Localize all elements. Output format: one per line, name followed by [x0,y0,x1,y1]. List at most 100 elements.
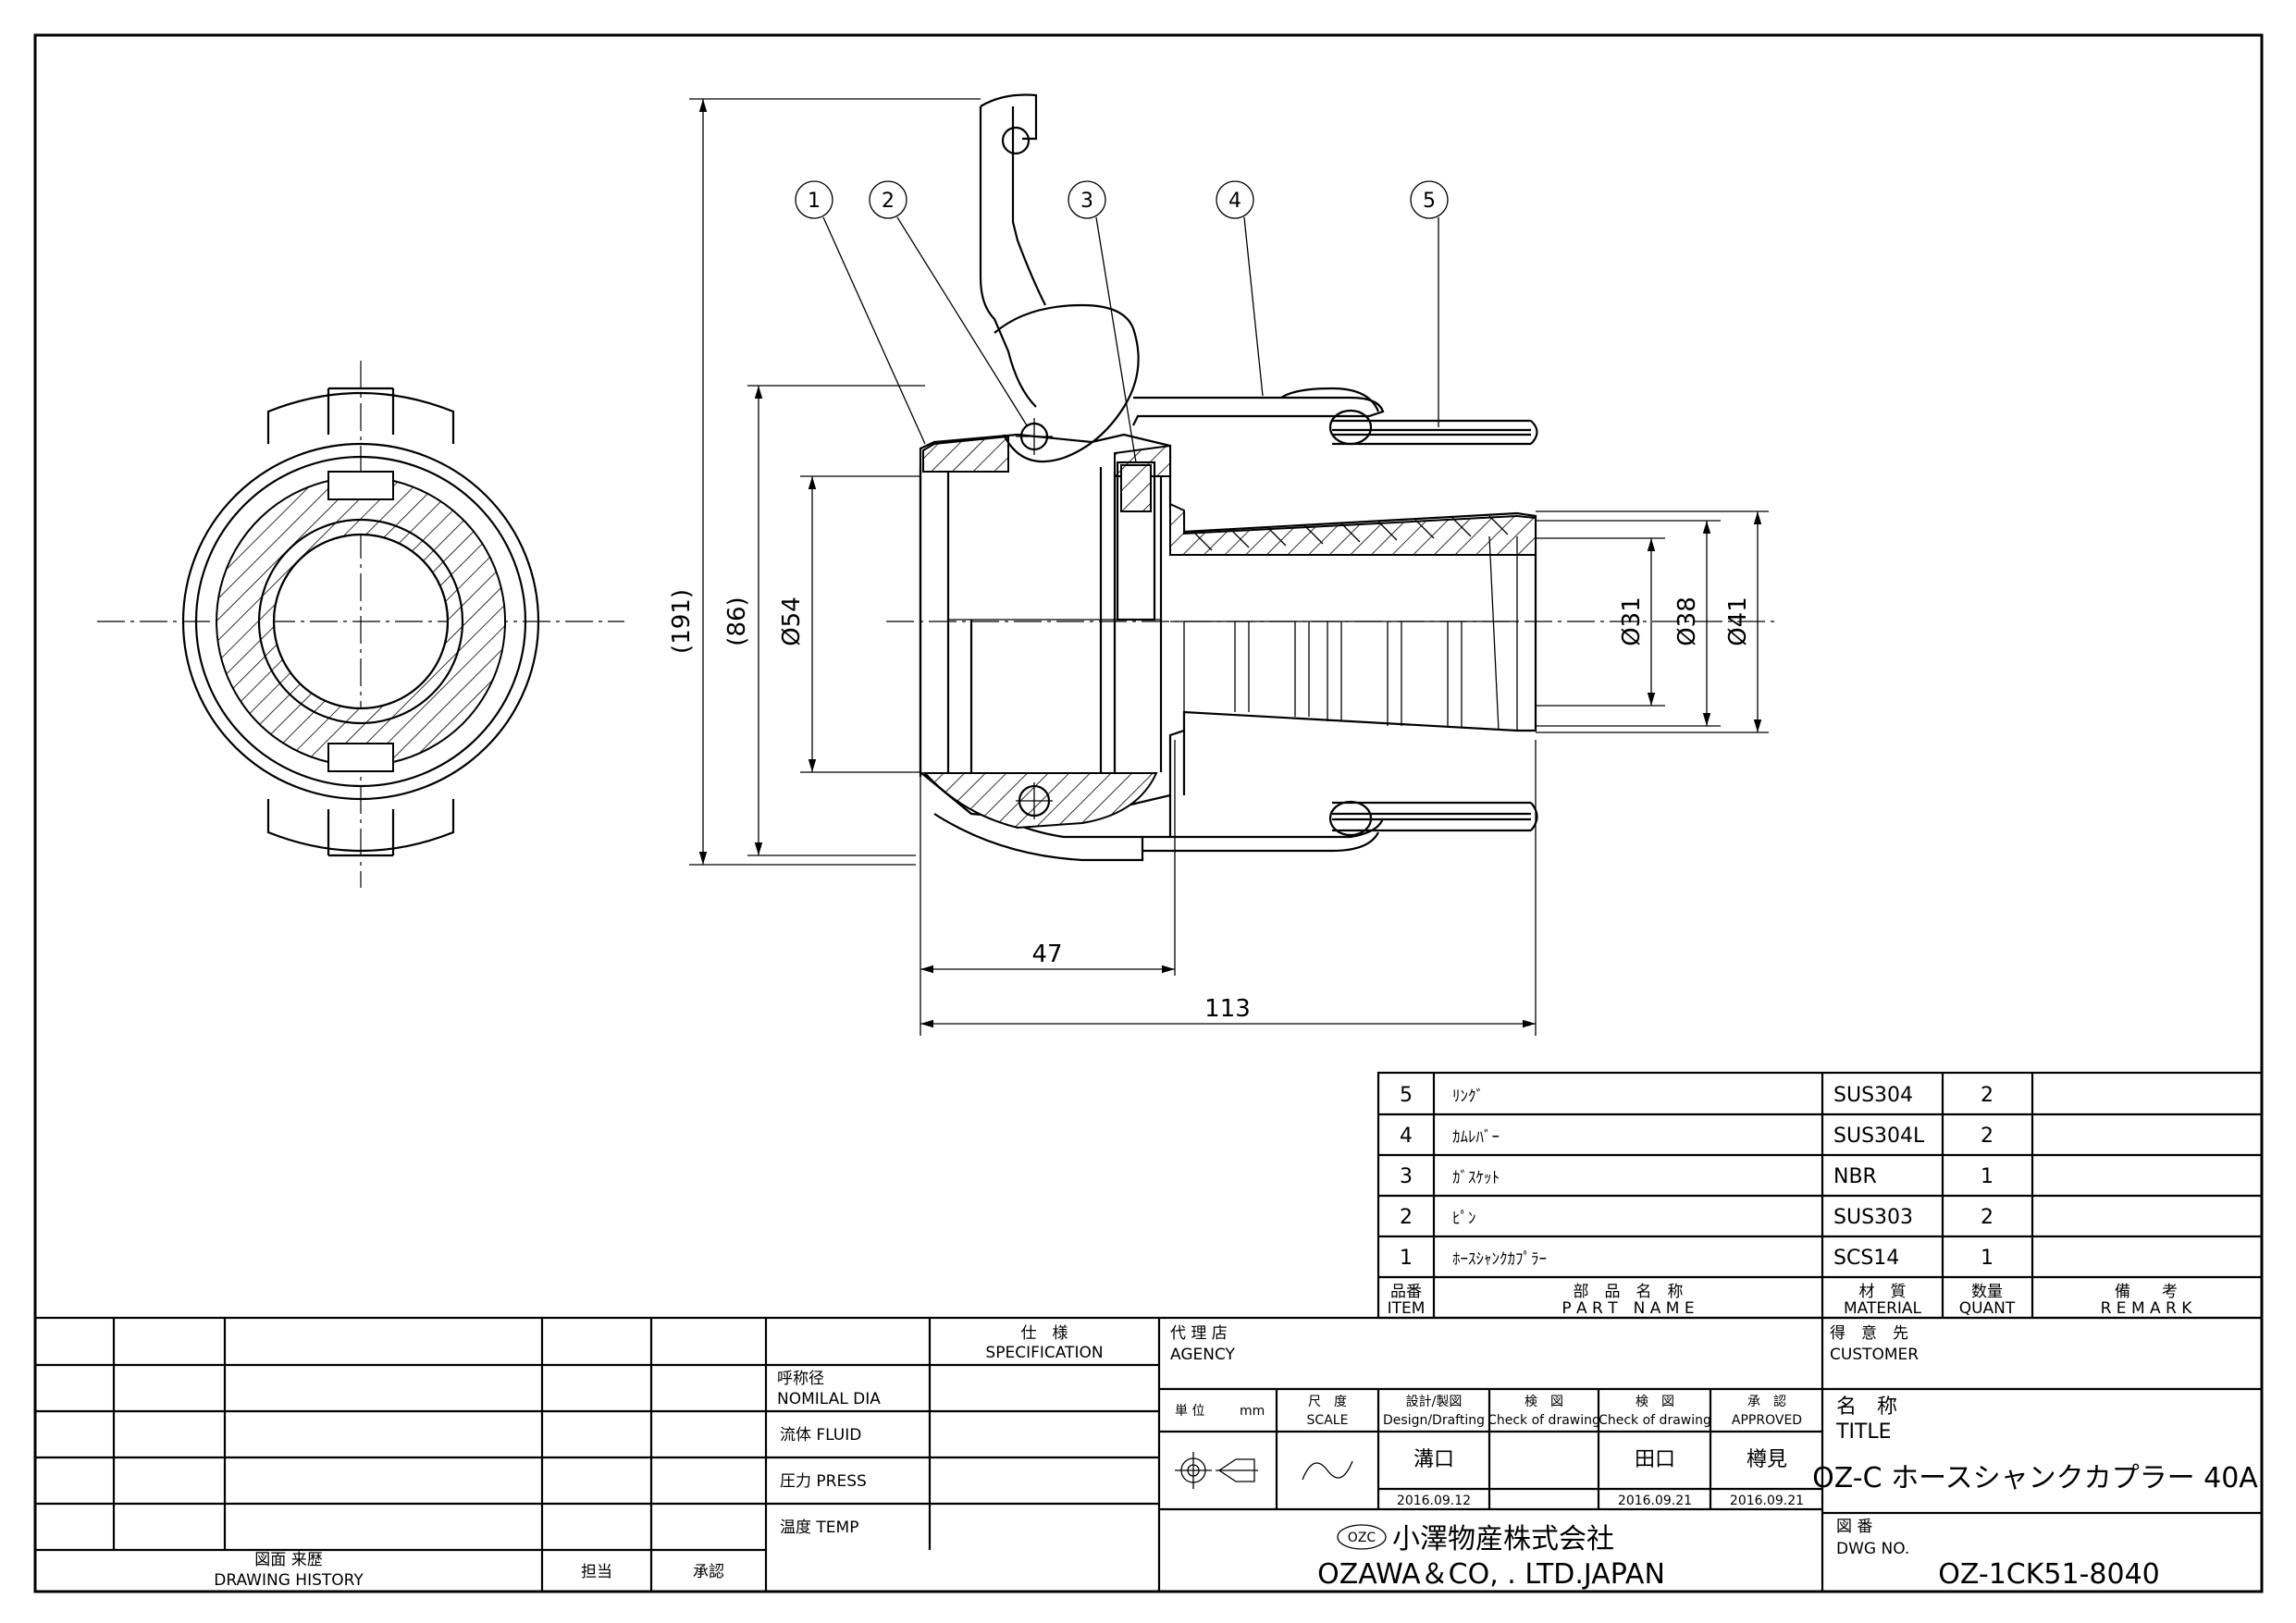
balloon-5: 5 [1410,180,1449,219]
svg-text:ｶﾑﾚﾊﾞｰ: ｶﾑﾚﾊﾞｰ [1452,1128,1500,1147]
svg-text:5: 5 [1423,190,1436,213]
title-jp: 名 称 [1836,1396,1897,1419]
svg-text:R E M A R K: R E M A R K [2101,1299,2193,1318]
spec-nominal-jp: 呼称径 [777,1370,824,1388]
parts-row-5: 5 ﾘﾝｸﾞ SUS304 2 [1400,1084,1994,1107]
end-view [97,361,624,888]
parts-row-1: 1 ﾎｰｽｼｬﾝｸｶﾌﾟﾗｰ SCS14 1 [1400,1247,1994,1270]
svg-text:QUANT: QUANT [1959,1299,2016,1318]
spec-press: 圧力 PRESS [780,1472,867,1491]
dim-41: Ø41 [1724,596,1752,646]
svg-text:ﾘﾝｸﾞ: ﾘﾝｸﾞ [1452,1088,1484,1106]
title-block-grid [33,1316,2264,1593]
check1-en: Check of drawing [1487,1413,1600,1428]
approved-en: APPROVED [1732,1413,1802,1428]
design-en: Design/Drafting [1383,1413,1485,1428]
balloon-4: 4 [1216,180,1254,219]
history-label-en: DRAWING HISTORY [214,1571,364,1590]
design-jp: 設計/製図 [1406,1395,1463,1409]
history-label-jp: 図面 来歴 [254,1551,322,1569]
svg-text:ﾋﾟﾝ: ﾋﾟﾝ [1452,1210,1476,1228]
projection-symbol [1175,1452,1258,1489]
dwg-en: DWG NO. [1836,1540,1909,1558]
unit-value: mm [1240,1404,1265,1419]
company-logo: OZC [1337,1524,1387,1550]
spec-header-en: SPECIFICATION [985,1344,1103,1362]
svg-text:品番: 品番 [1390,1283,1422,1301]
svg-text:1: 1 [1981,1165,1994,1188]
dimension-lines [689,98,1769,1036]
svg-text:4: 4 [1228,190,1241,213]
svg-text:3: 3 [1080,190,1093,213]
svg-text:SUS304: SUS304 [1833,1084,1913,1107]
designer-name: 溝口 [1413,1448,1454,1471]
dwg-value: OZ-1CK51-8040 [1938,1558,2160,1591]
svg-text:2: 2 [1981,1084,1994,1107]
scale-jp: 尺 度 [1308,1395,1347,1409]
dwg-jp: 図 番 [1836,1518,1872,1536]
title-en: TITLE [1835,1420,1892,1444]
svg-text:部 品 名 称: 部 品 名 称 [1574,1283,1684,1301]
approver-name: 樽見 [1747,1448,1787,1471]
side-view [886,93,1776,862]
svg-text:SCS14: SCS14 [1833,1247,1899,1270]
svg-text:材 質: 材 質 [1859,1283,1907,1301]
dim-191: (191) [668,589,696,654]
balloon-leaders [822,216,1439,463]
company-name-en: OZAWA＆CO, . LTD.JAPAN [1317,1558,1665,1591]
dim-31: Ø31 [1618,596,1646,646]
svg-text:5: 5 [1400,1084,1413,1107]
scale-en: SCALE [1307,1413,1349,1428]
svg-text:P A R T N A M E: P A R T N A M E [1562,1299,1694,1318]
history-approve: 承認 [693,1563,724,1581]
balloon-3: 3 [1068,180,1106,219]
svg-text:2: 2 [882,190,895,213]
unit-label: 単 位 [1175,1404,1204,1419]
svg-text:SUS303: SUS303 [1833,1206,1913,1229]
balloon-1: 1 [795,180,833,219]
spec-nominal-en: NOMILAL DIA [777,1390,881,1408]
history-person: 担当 [581,1563,612,1581]
dim-54: Ø54 [778,596,806,646]
svg-text:4: 4 [1400,1125,1413,1148]
parts-row-3: 3 ｶﾞｽｹｯﾄ NBR 1 [1400,1165,1994,1188]
approve-date: 2016.09.21 [1730,1494,1804,1508]
parts-list-grid [1376,1071,2264,1320]
svg-text:SUS304L: SUS304L [1833,1125,1925,1148]
customer-en: CUSTOMER [1830,1346,1919,1364]
check2-jp: 検 図 [1636,1395,1674,1409]
spec-fluid: 流体 FLUID [780,1426,861,1445]
svg-text:3: 3 [1400,1165,1413,1188]
title-value: OZ-C ホースシャンクカプラー 40A [1812,1462,2258,1494]
agency-en: AGENCY [1170,1346,1236,1364]
balloon-2: 2 [869,180,907,219]
checker-name: 田口 [1635,1448,1675,1471]
svg-text:1: 1 [808,190,821,213]
check2-en: Check of drawing [1599,1413,1711,1428]
parts-row-2: 2 ﾋﾟﾝ SUS303 2 [1400,1206,1994,1229]
svg-text:MATERIAL: MATERIAL [1844,1299,1922,1318]
svg-text:2: 2 [1981,1125,1994,1148]
svg-text:数量: 数量 [1971,1283,2003,1301]
svg-text:備 考: 備 考 [2115,1283,2178,1301]
dim-86: (86) [723,596,751,646]
spec-temp: 温度 TEMP [780,1518,858,1537]
svg-text:ﾎｰｽｼｬﾝｸｶﾌﾟﾗｰ: ﾎｰｽｼｬﾝｸｶﾌﾟﾗｰ [1452,1250,1547,1269]
svg-text:1: 1 [1981,1247,1994,1270]
svg-text:NBR: NBR [1833,1165,1877,1188]
approved-jp: 承 認 [1747,1395,1786,1409]
svg-text:OZC: OZC [1348,1531,1376,1545]
sheet-border [33,33,2264,1593]
parts-row-4: 4 ｶﾑﾚﾊﾞｰ SUS304L 2 [1400,1125,1994,1148]
agency-jp: 代 理 店 [1170,1324,1228,1343]
svg-text:ｶﾞｽｹｯﾄ: ｶﾞｽｹｯﾄ [1452,1169,1500,1187]
design-date: 2016.09.12 [1397,1494,1471,1508]
company-name-jp: 小澤物産株式会社 [1392,1523,1614,1555]
dim-38: Ø38 [1673,596,1701,646]
check1-jp: 検 図 [1524,1395,1563,1409]
dim-47: 47 [1031,941,1062,968]
parts-header: 品番 ITEM 部 品 名 称 P A R T N A M E 材 質 MATE… [1388,1283,2193,1318]
svg-text:2: 2 [1981,1206,1994,1229]
spec-header-jp: 仕 様 [1021,1324,1068,1343]
